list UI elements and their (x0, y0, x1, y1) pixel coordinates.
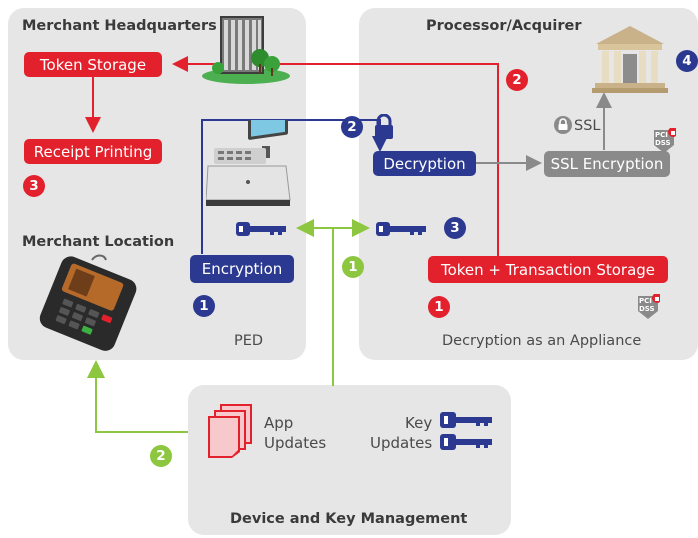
token-transaction-storage-box: Token + Transaction Storage (428, 256, 668, 283)
decryption-key-icon (376, 222, 426, 236)
dss-text: DSS (655, 139, 671, 147)
pci-text: PCI (655, 131, 668, 139)
step-badge-hq-3: 3 (23, 175, 45, 197)
dss-text-lower: DSS (639, 305, 655, 313)
app-updates-line1: App (264, 414, 294, 432)
ped-label: PED (234, 333, 264, 349)
app-updates-documents-icon (208, 404, 252, 458)
decryption-box: Decryption (373, 151, 476, 176)
pci-text-lower: PCI (639, 297, 652, 305)
decryption-appliance-label: Decryption as an Appliance (442, 333, 642, 349)
key-updates-line1: Key (405, 414, 433, 432)
ssl-encryption-box: SSL Encryption (544, 151, 670, 177)
device-key-management-title: Device and Key Management (230, 511, 468, 527)
bank-icon (592, 26, 668, 93)
step-badge-green-1: 1 (342, 256, 364, 278)
step-badge-bank-4: 4 (676, 50, 698, 72)
office-building-icon (202, 16, 290, 84)
processor-acquirer-title: Processor/Acquirer (426, 18, 582, 34)
encryption-box: Encryption (190, 255, 294, 283)
ssl-label: SSL (574, 118, 601, 134)
arrow-app-updates-to-terminal (87, 360, 188, 433)
key-updates-keys-icon (440, 412, 492, 450)
key-updates-line2: Updates (370, 434, 433, 452)
arrow-transaction-to-token-storage (172, 56, 499, 258)
app-updates-line2: Updates (264, 434, 327, 452)
step-badge-processor-2: 2 (506, 69, 528, 91)
pci-dss-shield-icon: PCI DSS (652, 128, 676, 154)
ssl-lock-icon (554, 116, 572, 134)
token-storage-box: Token Storage (24, 52, 162, 77)
card-terminal-icon (39, 254, 137, 351)
padlock-icon (375, 114, 393, 139)
merchant-location-title: Merchant Location (22, 234, 175, 250)
step-badge-green-2: 2 (150, 445, 172, 467)
step-badge-decrypt-3: 3 (444, 217, 466, 239)
step-badge-ped-1: 1 (193, 295, 215, 317)
merchant-headquarters-title: Merchant Headquarters (22, 18, 217, 34)
step-badge-processor-1: 1 (428, 296, 450, 318)
ped-key-icon (236, 222, 286, 236)
receipt-printing-box: Receipt Printing (24, 139, 162, 164)
cash-register-icon (206, 120, 291, 206)
step-badge-lock-2: 2 (341, 116, 363, 138)
pci-dss-shield-icon-lower: PCI DSS (636, 294, 660, 320)
